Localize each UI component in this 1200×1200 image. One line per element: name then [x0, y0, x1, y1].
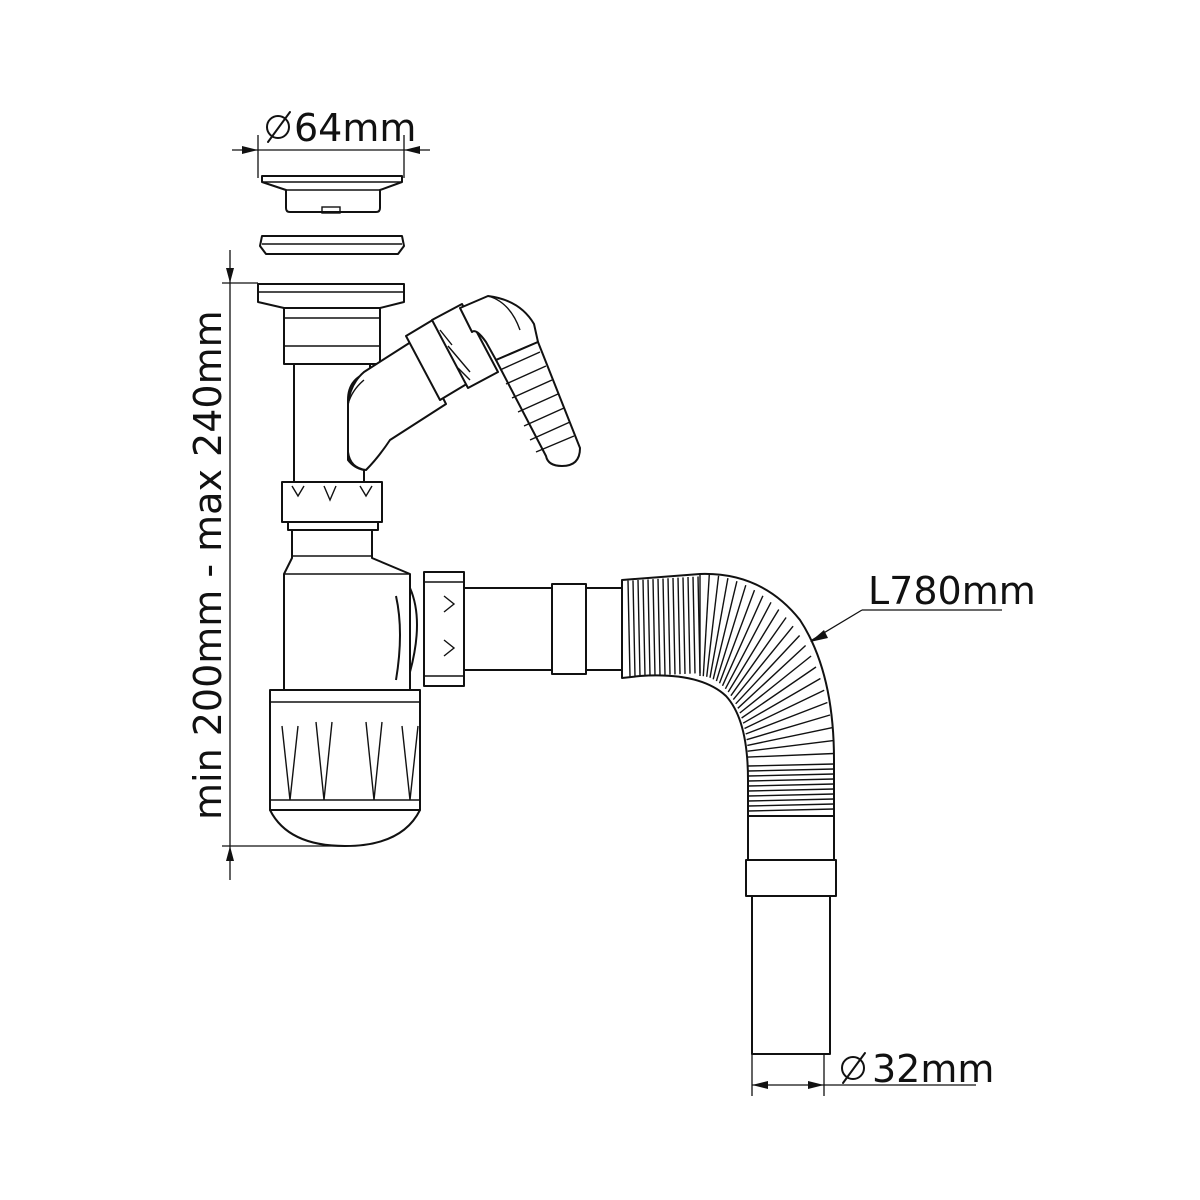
hose-rib	[747, 727, 833, 747]
hose-rib	[692, 576, 696, 674]
hose-rib	[732, 625, 794, 701]
upper-union-nut	[281, 481, 383, 531]
hose-rib	[647, 579, 651, 676]
hose-rib	[627, 580, 631, 677]
branch-union-nut	[405, 303, 499, 401]
hose-rib	[747, 778, 835, 782]
hose-ribs	[627, 574, 835, 812]
hose-rib	[712, 581, 738, 680]
hose-rib	[747, 739, 834, 752]
hose-rib	[721, 595, 764, 687]
hose-rib	[702, 574, 710, 677]
height-range-label: min 200mm - max 240mm	[186, 310, 230, 820]
strainer-plug	[261, 175, 403, 214]
hose-rib	[652, 579, 656, 676]
outlet-diameter-dimension: 32mm	[751, 1047, 994, 1096]
ribbed-hose-tail	[495, 341, 581, 467]
hose-rib	[718, 589, 756, 684]
hose-rib	[724, 601, 772, 690]
hose-rib	[727, 609, 780, 693]
hose-rib	[747, 768, 835, 772]
hose-rib	[657, 578, 661, 676]
hose-rib	[709, 577, 729, 678]
diameter-icon	[841, 1052, 866, 1084]
hose-rib	[687, 577, 691, 674]
bottle-bottom-cap	[269, 689, 421, 847]
height-dimension: min 200mm - max 240mm	[186, 250, 340, 880]
hose-rib	[672, 577, 676, 675]
hose-rib	[747, 763, 835, 767]
hose-rib	[747, 752, 834, 758]
outlet-diameter-label: 32mm	[872, 1047, 994, 1091]
hose-length-dimension: L780mm	[810, 569, 1036, 642]
outlet-pipe	[463, 583, 623, 675]
hose-rib	[682, 577, 686, 674]
hose-rib	[662, 578, 666, 675]
hose-rib	[747, 803, 835, 807]
hose-rib	[739, 655, 812, 714]
sink-outlet-flange	[257, 283, 405, 365]
hose-rib	[742, 677, 821, 724]
hose-rib	[642, 579, 646, 676]
top-diameter-dimension: 64mm	[232, 106, 430, 178]
hose-rib	[706, 575, 720, 677]
angled-branch	[347, 339, 447, 471]
hose-rib	[715, 584, 747, 682]
hose-rib	[747, 773, 835, 777]
hose-rib	[637, 580, 641, 677]
hose-rib	[747, 793, 835, 797]
top-diameter-label: 64mm	[294, 106, 416, 150]
hose-rib	[667, 578, 671, 675]
drain-outlet-pipe	[745, 815, 837, 1055]
bottle-trap-body	[283, 529, 418, 691]
hose-length-label: L780mm	[868, 569, 1036, 613]
hose-rib	[744, 689, 825, 730]
hose-rib	[747, 808, 835, 812]
flange-ring	[259, 235, 405, 255]
hose-rib	[746, 714, 831, 741]
hose-rib	[737, 644, 807, 709]
hose-rib	[747, 788, 835, 792]
hose-rib	[677, 577, 681, 675]
hose-rib	[735, 635, 801, 705]
hose-rib	[747, 798, 835, 802]
hose-rib	[730, 617, 787, 697]
hose-rib	[741, 666, 817, 719]
hose-rib	[632, 580, 636, 677]
diameter-icon	[266, 111, 291, 143]
hose-rib	[745, 701, 828, 735]
corrugated-hose	[621, 572, 835, 817]
outlet-union-nut	[423, 571, 465, 687]
hose-rib	[747, 783, 835, 787]
